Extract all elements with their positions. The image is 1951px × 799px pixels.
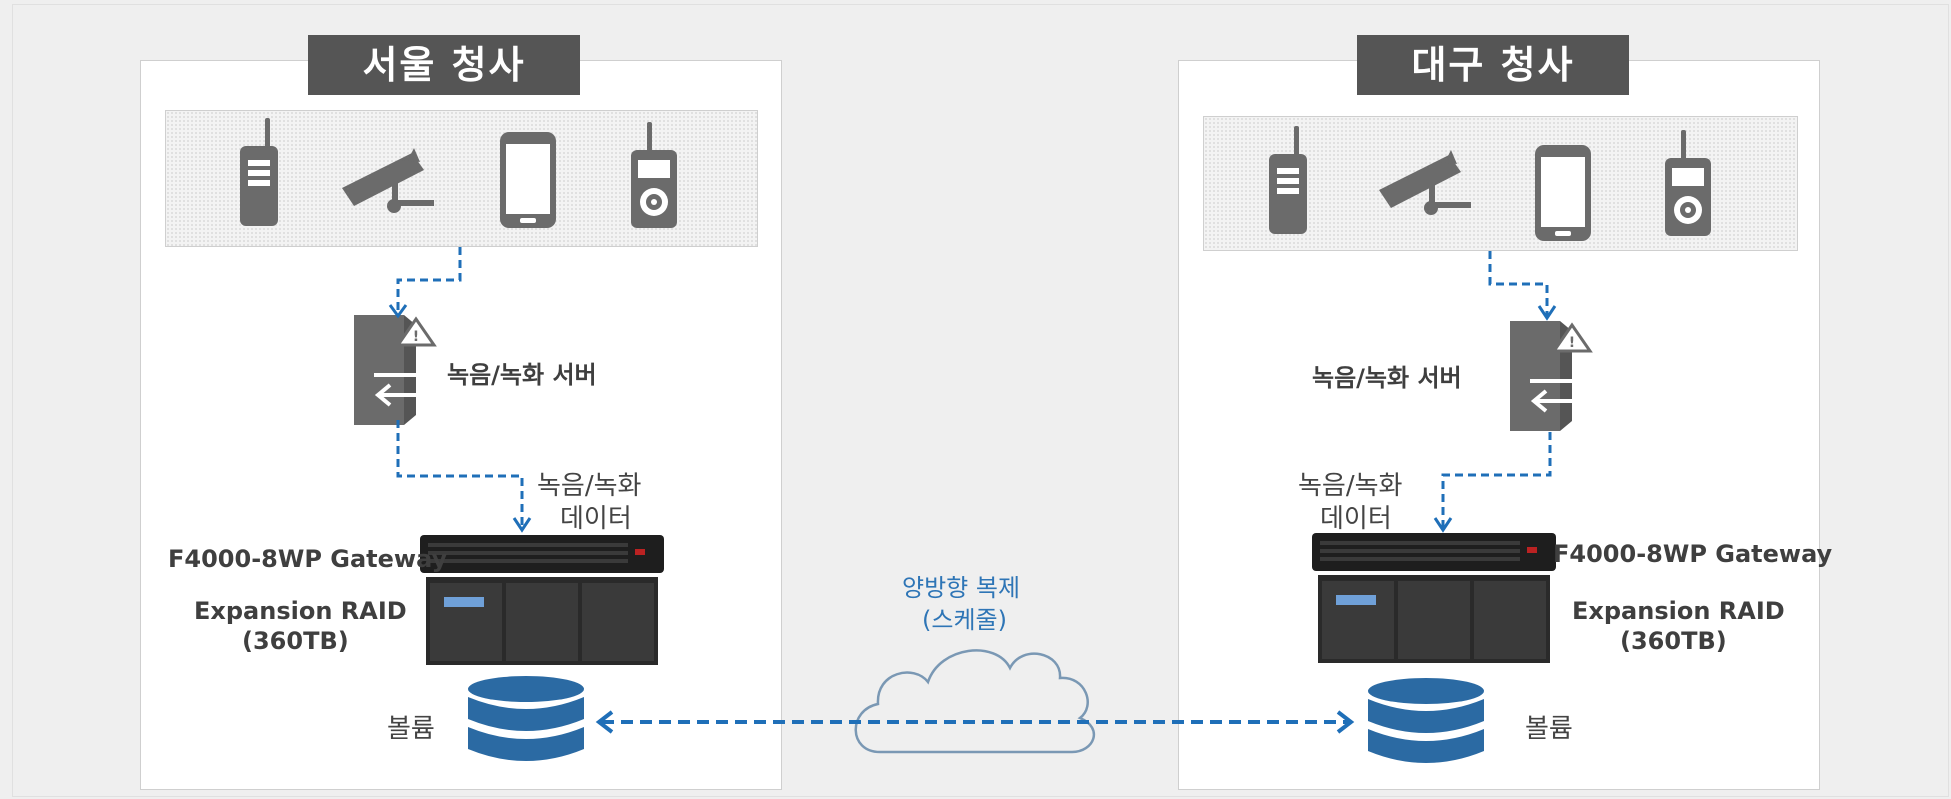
seoul-data-label-line2: 데이터 xyxy=(560,504,632,534)
seoul-device-connector xyxy=(396,247,462,315)
radio-icon xyxy=(240,118,278,226)
database-volume-icon xyxy=(468,676,584,761)
seoul-volume-label: 볼륨 xyxy=(387,714,435,744)
svg-text:!: ! xyxy=(413,329,419,345)
daegu-raid-label-line2: (360TB) xyxy=(1620,627,1727,655)
seoul-raid-label-line2: (360TB) xyxy=(242,627,349,655)
storage-appliance-icon xyxy=(1312,533,1556,663)
daegu-device-connector xyxy=(1488,251,1549,316)
replication-label-line1: 양방향 복제 xyxy=(902,574,1021,602)
database-volume-icon xyxy=(1368,678,1484,763)
cloud-icon xyxy=(854,649,1096,754)
daegu-server-connector xyxy=(1441,432,1552,528)
seoul-server-label: 녹음/녹화 서버 xyxy=(447,361,597,389)
seoul-site-title: 서울 청사 xyxy=(308,35,580,95)
seoul-raid-label-line1: Expansion RAID xyxy=(194,597,407,625)
smartphone-icon xyxy=(500,132,556,228)
svg-text:!: ! xyxy=(1569,335,1575,351)
smartphone-icon xyxy=(1535,145,1591,241)
replication-label-line2: (스케줄) xyxy=(922,606,1007,634)
storage-appliance-icon xyxy=(420,535,664,665)
seoul-data-label-line1: 녹음/녹화 xyxy=(537,471,642,501)
daegu-server-label: 녹음/녹화 서버 xyxy=(1312,364,1462,392)
seoul-server-connector xyxy=(396,420,524,528)
cctv-camera-icon xyxy=(1379,150,1471,215)
radio-icon xyxy=(1269,126,1307,234)
recording-server-icon: ! xyxy=(354,315,440,425)
daegu-raid-label-line1: Expansion RAID xyxy=(1572,597,1785,625)
daegu-gateway-label: F4000-8WP Gateway xyxy=(1553,540,1833,568)
daegu-site-title: 대구 청사 xyxy=(1357,35,1629,95)
recording-server-icon: ! xyxy=(1510,321,1596,431)
seoul-gateway-label: F4000-8WP Gateway xyxy=(168,545,448,573)
daegu-data-label-line1: 녹음/녹화 xyxy=(1298,471,1403,501)
daegu-volume-label: 볼륨 xyxy=(1525,714,1573,744)
portable-radio-icon xyxy=(1665,130,1711,236)
daegu-data-label-line2: 데이터 xyxy=(1320,504,1392,534)
cctv-camera-icon xyxy=(342,148,434,213)
portable-radio-icon xyxy=(631,122,677,228)
